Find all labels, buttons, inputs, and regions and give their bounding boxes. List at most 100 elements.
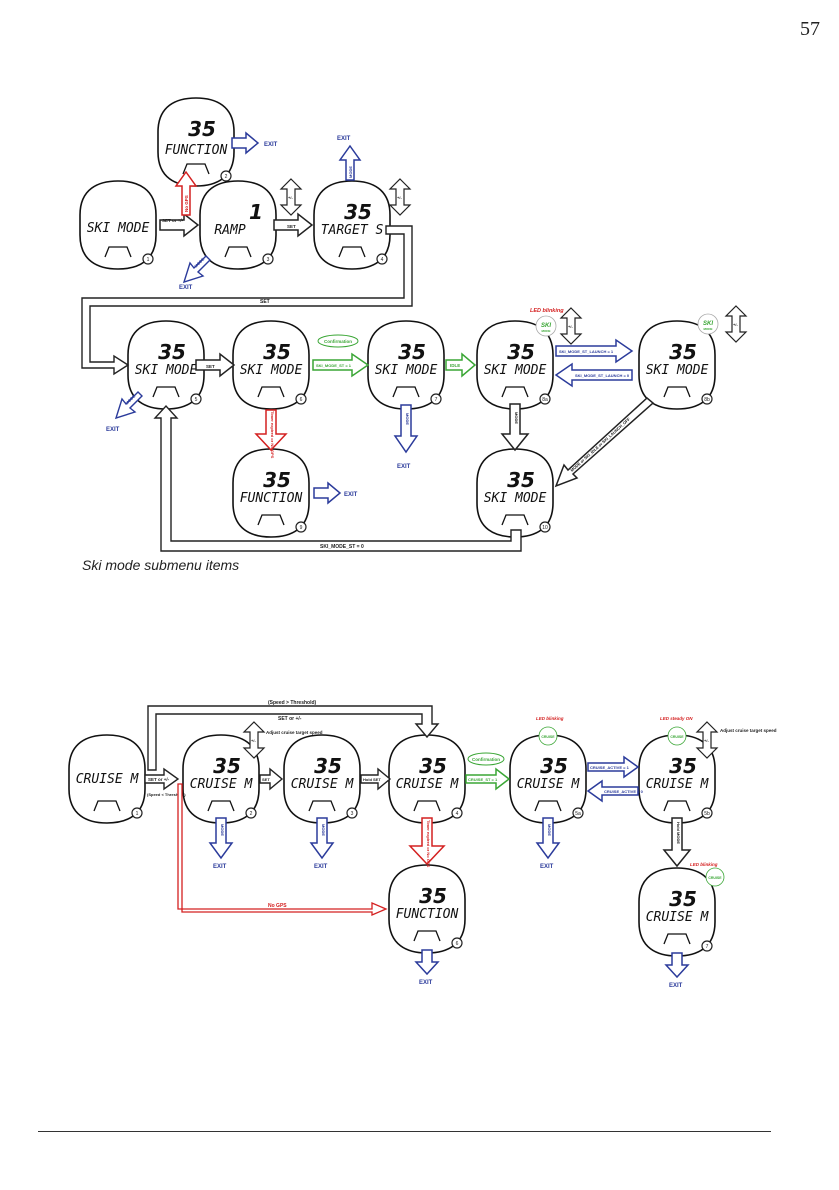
ski-pm-label: +/- xyxy=(568,324,573,329)
ski-arrow-7-8a: IDLE xyxy=(445,352,477,378)
svg-text:MODE: MODE xyxy=(514,412,519,424)
svg-text:35: 35 xyxy=(263,468,291,492)
ski-badge-8b: SKI MODE xyxy=(697,313,719,335)
svg-text:SKI_MODE_ST = 0: SKI_MODE_ST = 0 xyxy=(320,544,364,550)
svg-text:5: 5 xyxy=(195,397,198,403)
svg-text:FUNCTION: FUNCTION xyxy=(396,907,459,922)
cruise-nogps-line: No GPS xyxy=(177,783,388,916)
cruise-confirmation-bubble xyxy=(467,752,505,766)
svg-text:CRUISE M: CRUISE M xyxy=(291,777,355,792)
ski-set-label: SET xyxy=(287,224,296,229)
svg-text:35: 35 xyxy=(669,754,697,778)
ski-arrow-3-mode-exit: MODE xyxy=(182,255,211,284)
svg-text:(Speed > Threshold): (Speed > Threshold) xyxy=(268,700,317,706)
cruise-arrow-5a-5b: CRUISE_ACTIVE = 1 xyxy=(587,755,640,779)
cruise-arrow-5b-5a: CRUISE_ACTIVE = 0 xyxy=(586,779,644,803)
ski-screen-8b: 35 SKI MODE 8b xyxy=(638,320,716,410)
cruise-screen-2: 35 CRUISE M 2 xyxy=(182,734,260,824)
svg-text:SET or +/-: SET or +/- xyxy=(278,716,302,722)
svg-text:Hold SET: Hold SET xyxy=(363,777,381,782)
svg-text:RAMP: RAMP xyxy=(214,223,245,238)
svg-text:SKI: SKI xyxy=(541,323,551,329)
ski-arrow-8b-10: MODE or SKI_IDLE or SKI_LAUNCH_OFF xyxy=(554,397,655,488)
svg-text:SKI_MODE_ST_LAUNCH = 1: SKI_MODE_ST_LAUNCH = 1 xyxy=(559,349,614,354)
svg-text:MODE or SKI_IDLE or SKI_LAUNCH: MODE or SKI_IDLE or SKI_LAUNCH_OFF xyxy=(569,416,631,473)
ski-exit-label: EXIT xyxy=(397,464,411,470)
svg-text:SET: SET xyxy=(260,299,270,305)
cruise-loop-1-4: (Speed > Threshold) SET or +/- xyxy=(147,700,440,771)
svg-text:7: 7 xyxy=(435,397,438,403)
ski-screen-6: 35 SKI MODE 6 xyxy=(232,320,310,410)
cruise-screen-7: 35 CRUISE M 7 xyxy=(638,867,716,957)
cruise-arrow-4-5a: CRUISE_ST = 1 xyxy=(465,767,511,791)
ski-exit-label: EXIT xyxy=(337,136,351,142)
ski-badge-8a: SKI MODE xyxy=(535,315,557,337)
svg-text:35: 35 xyxy=(213,754,241,778)
ski-loop-4-5: SET xyxy=(81,225,413,376)
cruise-exit-label: EXIT xyxy=(419,980,433,986)
svg-text:4: 4 xyxy=(381,257,384,263)
ski-arrow-7-exit: MODE xyxy=(393,404,419,454)
svg-text:MODE: MODE xyxy=(405,413,410,425)
svg-text:MODE: MODE xyxy=(321,824,326,836)
svg-text:SKI: SKI xyxy=(703,321,713,327)
ski-screen-3: 1 RAMP 3 xyxy=(199,180,277,270)
cruise-arrow-7-exit xyxy=(664,952,690,979)
svg-text:35: 35 xyxy=(419,884,447,908)
ski-arrow-9-exit xyxy=(313,482,341,504)
svg-text:CRUISE_ACTIVE = 1: CRUISE_ACTIVE = 1 xyxy=(590,765,630,770)
ski-arrow-4-mode-exit: MODE xyxy=(338,144,362,181)
cruise-pm-label: +/- xyxy=(251,738,256,743)
svg-text:35: 35 xyxy=(507,468,535,492)
cruise-adjust-5b: Adjust cruise target speed xyxy=(720,728,777,733)
svg-text:3: 3 xyxy=(351,811,354,817)
ski-screen-8a: 35 SKI MODE 8a xyxy=(476,320,554,410)
cruise-arrow-3-exit: MODE xyxy=(309,817,335,860)
svg-text:SKI MODE: SKI MODE xyxy=(646,363,709,378)
svg-text:IDLE: IDLE xyxy=(450,363,460,368)
svg-text:7: 7 xyxy=(706,944,709,950)
svg-text:CRUISE M: CRUISE M xyxy=(646,777,710,792)
svg-text:SET or +/-: SET or +/- xyxy=(148,777,170,782)
ski-arrow-5-mode-exit: MODE xyxy=(114,391,143,420)
ski-arrow-2-exit xyxy=(231,132,259,154)
ski-screen-5: 35 SKI MODE 5 xyxy=(127,320,205,410)
ski-exit-label: EXIT xyxy=(179,285,193,291)
svg-text:9: 9 xyxy=(300,525,303,531)
cruise-led-blinking-5a: LED blinking xyxy=(536,716,564,721)
svg-text:6: 6 xyxy=(300,397,303,403)
cruise-arrow-3-4: Hold SET xyxy=(360,767,392,791)
ski-confirmation-bubble xyxy=(317,334,359,348)
svg-text:CRUISE M: CRUISE M xyxy=(76,772,140,787)
ski-screen-4: 35 TARGET S 4 xyxy=(313,180,391,270)
svg-text:Timer expired or No GPS: Timer expired or No GPS xyxy=(426,820,431,868)
svg-text:35: 35 xyxy=(263,340,291,364)
svg-text:CRUISE_ACTIVE = 0: CRUISE_ACTIVE = 0 xyxy=(604,789,644,794)
cruise-screen-4: 35 CRUISE M 4 xyxy=(388,734,466,824)
svg-text:8a: 8a xyxy=(542,397,548,403)
svg-text:CRUISE M: CRUISE M xyxy=(190,777,254,792)
cruise-confirmation-label: Confirmation xyxy=(472,757,500,762)
svg-text:SKI MODE: SKI MODE xyxy=(135,363,198,378)
cruise-arrow-2-exit: MODE xyxy=(208,817,234,860)
svg-text:35: 35 xyxy=(314,754,342,778)
ski-exit-label: EXIT xyxy=(344,492,358,498)
svg-text:CRUISE_ST = 1: CRUISE_ST = 1 xyxy=(468,777,498,782)
cruise-screen-5b: 35 CRUISE M 5b xyxy=(638,734,716,824)
svg-text:CRUISE: CRUISE xyxy=(670,735,684,739)
svg-text:SKI MODE: SKI MODE xyxy=(484,491,547,506)
cruise-speed-lt: (Speed < Threshold) xyxy=(147,792,186,797)
svg-text:CRUISE: CRUISE xyxy=(708,876,722,880)
svg-text:35: 35 xyxy=(188,117,216,141)
ski-pm-label: +/- xyxy=(397,195,402,200)
cruise-arrow-2-3: SET xyxy=(259,767,284,791)
page-number: 57 xyxy=(800,18,820,40)
figure-caption: Ski mode submenu items xyxy=(82,557,240,573)
ski-exit-label: EXIT xyxy=(106,427,120,433)
cruise-badge-5a: CRUISE xyxy=(538,726,558,746)
ski-set-or-pm-label: SET or +/- xyxy=(162,218,184,223)
ski-screen-2: 35 FUNCTION 2 xyxy=(157,97,235,187)
cruise-screen-3: 35 CRUISE M 3 xyxy=(283,734,361,824)
ski-arrow-6-7: SKI_MODE_ST = 1 xyxy=(312,352,370,378)
cruise-arrow-4-6: Timer expired or No GPS xyxy=(408,817,446,868)
